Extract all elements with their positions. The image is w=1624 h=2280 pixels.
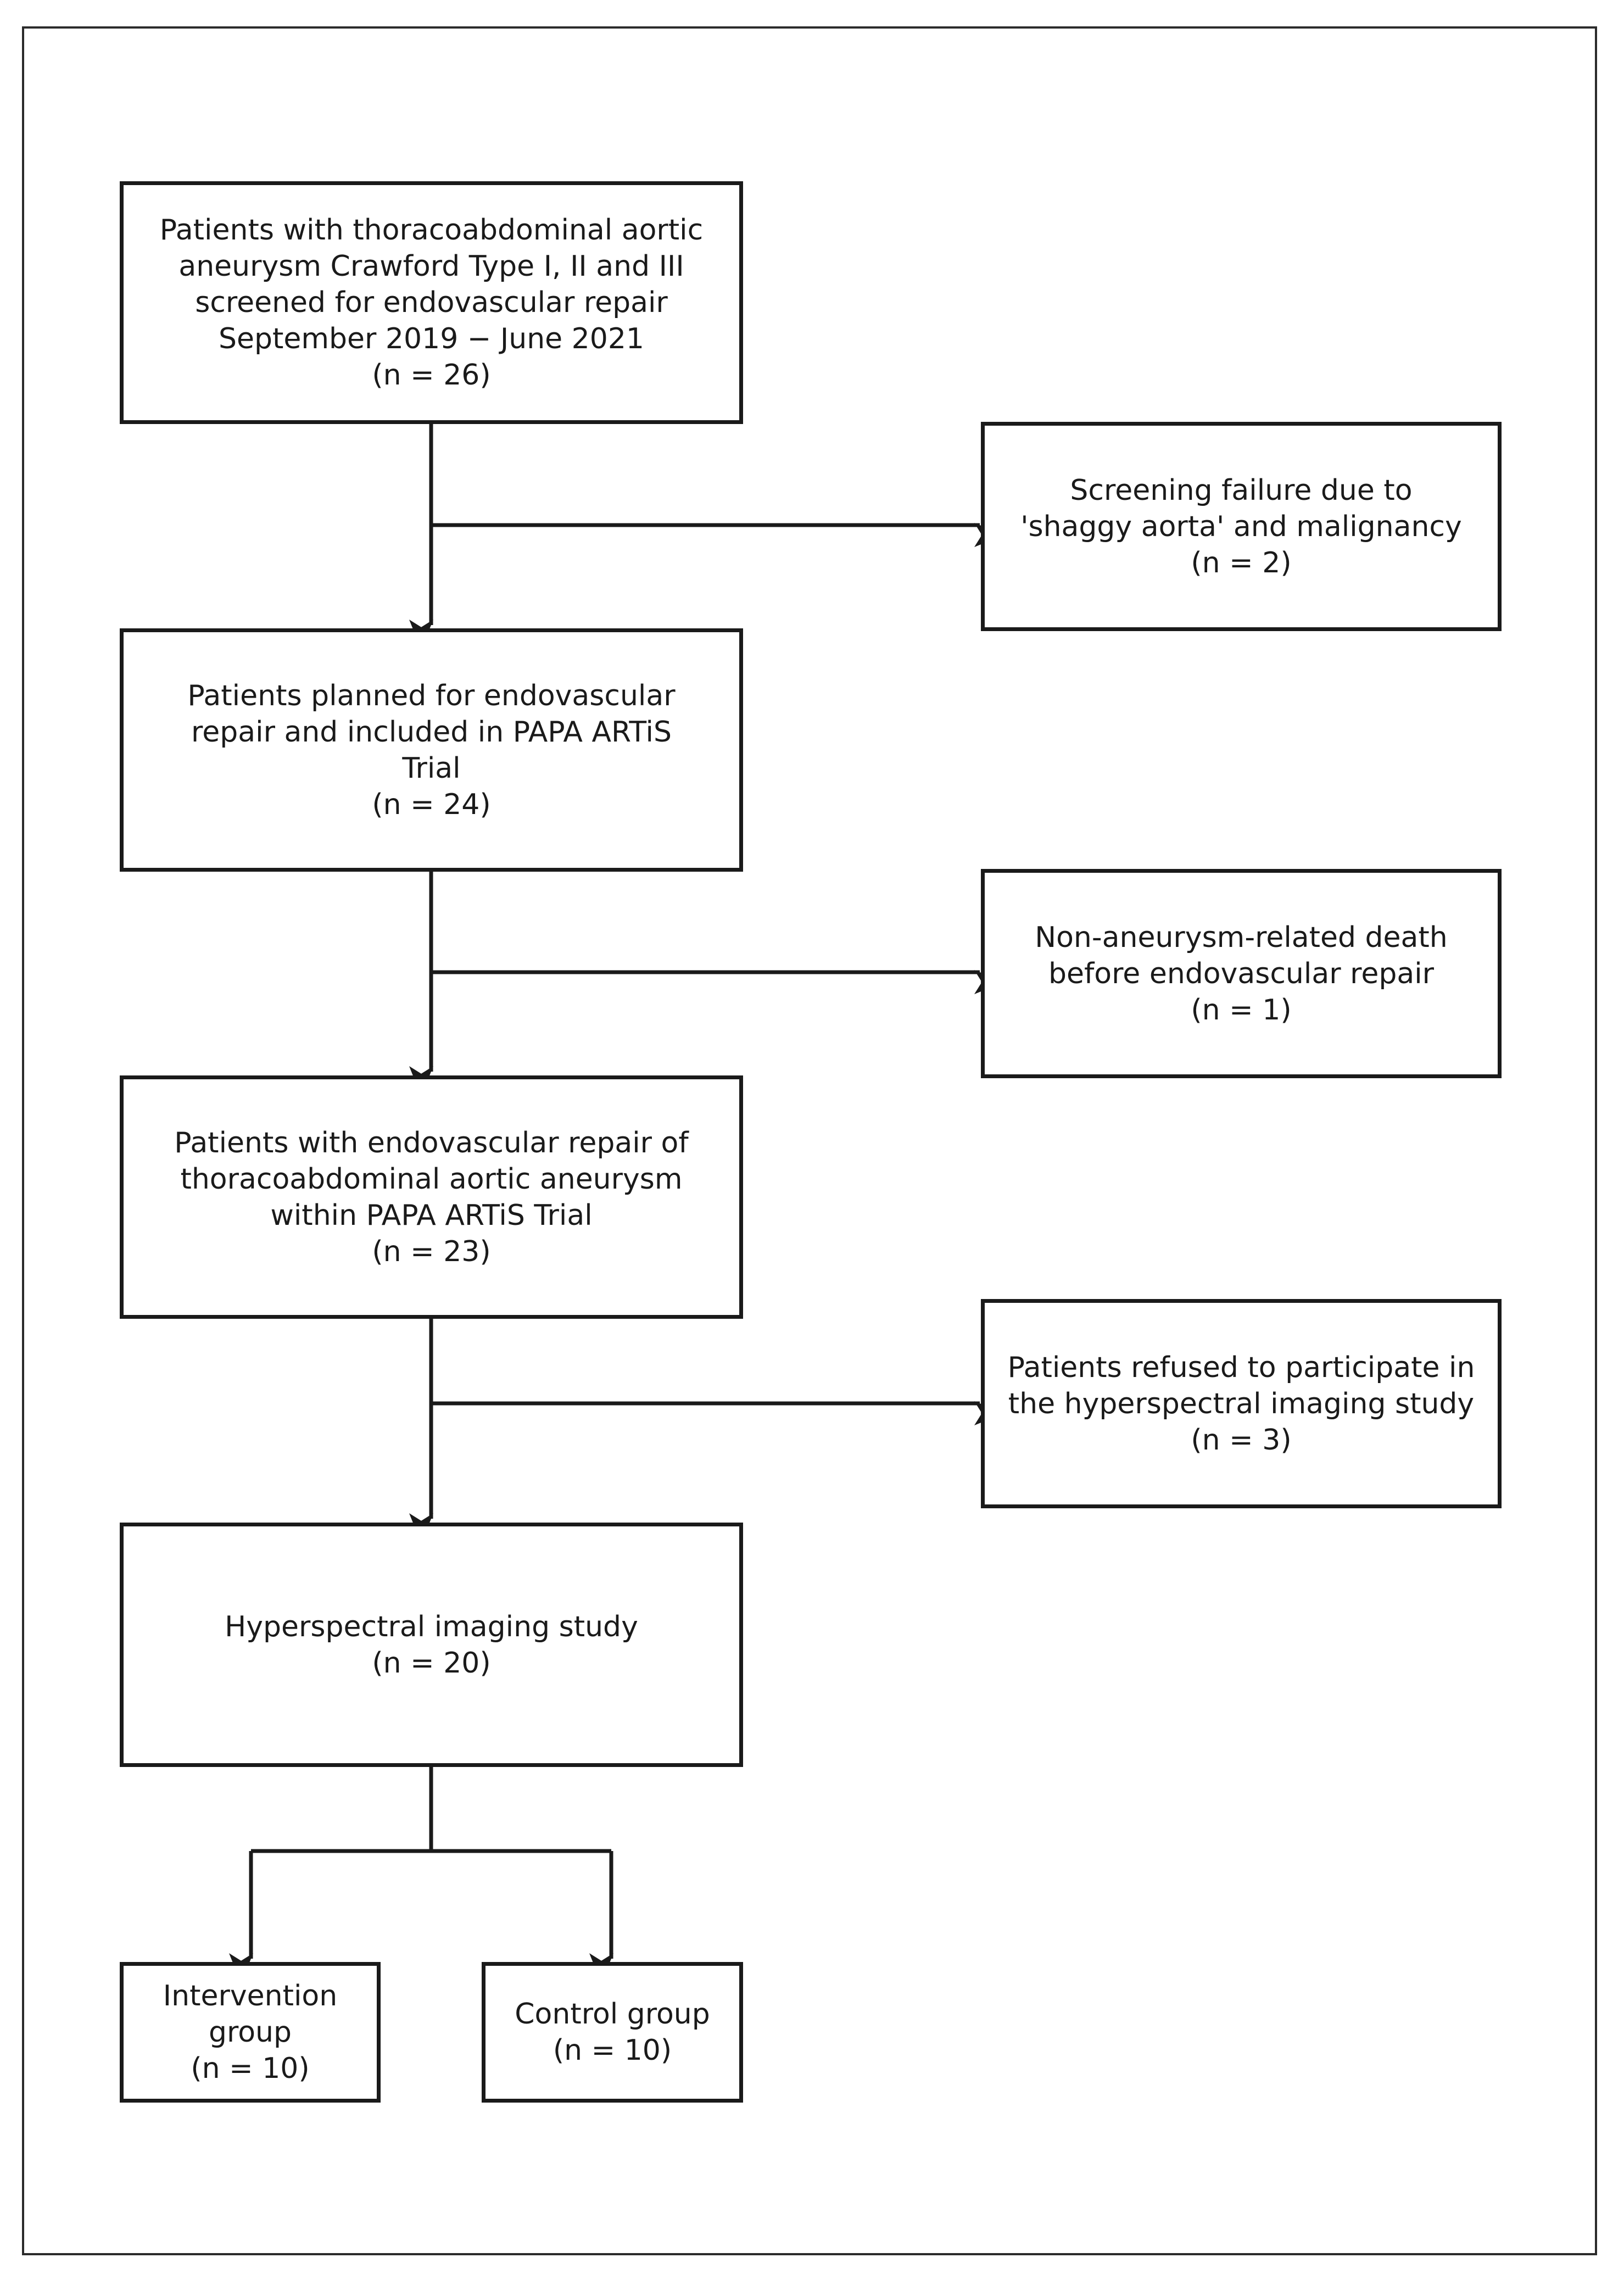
box-screen-fail-count: (n = 2): [1191, 546, 1292, 579]
box-screen-fail: Screening failure due to 'shaggy aorta' …: [981, 422, 1502, 631]
box-repaired-line-1: Patients with endovascular repair of: [174, 1126, 689, 1159]
box-control-count: (n = 10): [553, 2034, 672, 2067]
box-intervention: Intervention group (n = 10): [120, 1962, 381, 2103]
box-death: Non-aneurysm-related death before endova…: [981, 869, 1502, 1078]
box-screened-line-2: aneurysm Crawford Type I, II and III: [178, 250, 684, 283]
box-hsi: Hyperspectral imaging study (n = 20): [120, 1523, 743, 1767]
box-screened-line-4: September 2019 − June 2021: [218, 322, 645, 355]
box-planned-line-1: Patients planned for endovascular: [187, 679, 676, 712]
box-control: Control group (n = 10): [482, 1962, 743, 2103]
box-screened-count: (n = 26): [372, 359, 491, 392]
box-hsi-line-1: Hyperspectral imaging study: [225, 1610, 638, 1643]
box-screened-line-3: screened for endovascular repair: [195, 286, 668, 319]
box-repaired-count: (n = 23): [372, 1235, 491, 1268]
box-refused-count: (n = 3): [1191, 1423, 1292, 1457]
box-planned-count: (n = 24): [372, 788, 491, 821]
box-repaired-line-3: within PAPA ARTiS Trial: [270, 1198, 593, 1232]
edge-hsi-split-trunk: [251, 1765, 611, 1853]
box-planned-line-2: repair and included in PAPA ARTiS: [191, 715, 672, 749]
box-intervention-count: (n = 10): [191, 2052, 310, 2085]
box-repaired-line-2: thoracoabdominal aortic aneurysm: [180, 1162, 683, 1196]
box-refused: Patients refused to participate in the h…: [981, 1299, 1502, 1508]
box-repaired: Patients with endovascular repair of tho…: [120, 1075, 743, 1319]
box-screened: Patients with thoracoabdominal aortic an…: [120, 181, 743, 424]
box-refused-line-1: Patients refused to participate in: [1007, 1351, 1475, 1384]
box-hsi-count: (n = 20): [372, 1646, 491, 1680]
box-refused-line-2: the hyperspectral imaging study: [1008, 1387, 1475, 1420]
box-screened-line-1: Patients with thoracoabdominal aortic: [159, 214, 704, 247]
box-intervention-line-2: group: [208, 2016, 292, 2049]
box-death-line-1: Non-aneurysm-related death: [1035, 921, 1448, 954]
box-screen-fail-line-1: Screening failure due to: [1070, 473, 1413, 507]
box-planned-line-3: Trial: [402, 751, 461, 785]
box-intervention-line-1: Intervention: [163, 1980, 338, 2013]
box-death-count: (n = 1): [1191, 993, 1292, 1027]
box-death-line-2: before endovascular repair: [1048, 957, 1435, 990]
box-screen-fail-line-2: 'shaggy aorta' and malignancy: [1020, 510, 1462, 543]
box-planned: Patients planned for endovascular repair…: [120, 628, 743, 872]
box-control-line-1: Control group: [515, 1998, 710, 2031]
